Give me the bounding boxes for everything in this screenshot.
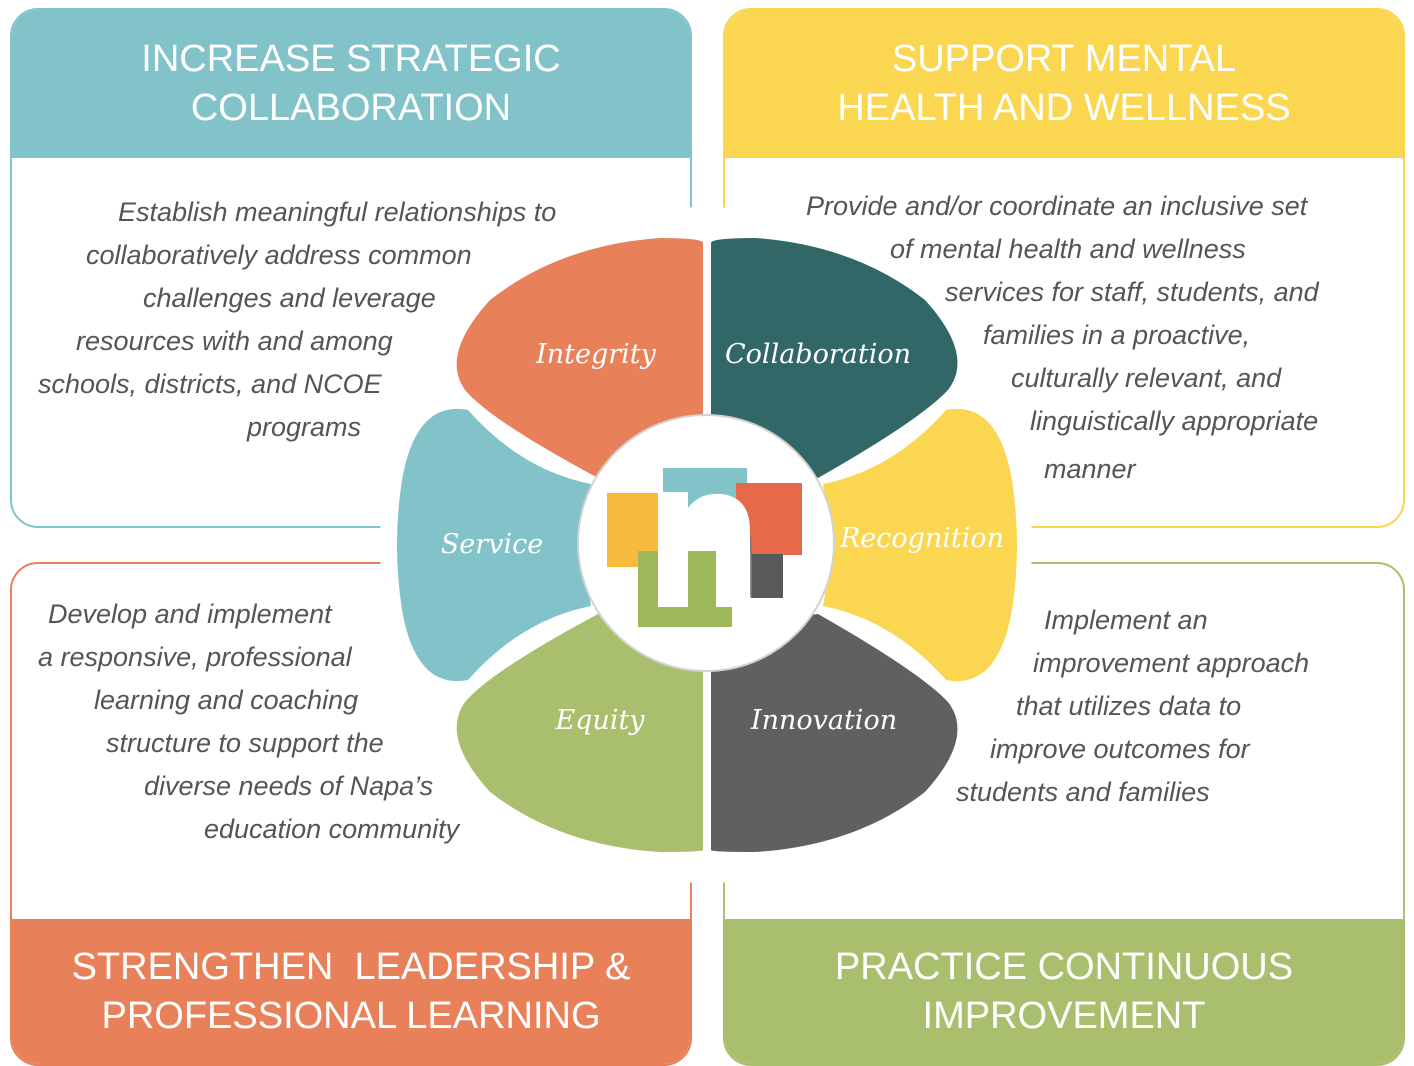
title-line: COLLABORATION [190,87,512,129]
title-line: PROFESSIONAL LEARNING [101,994,601,1037]
petal-collaboration [711,238,958,482]
quadrant-title-continuous-improvement: PRACTICE CONTINUOUS IMPROVEMENT [725,919,1403,1064]
petal-service [397,408,591,682]
quadrant-title-leadership: STRENGTHEN LEADERSHIP & PROFESSIONAL LEA… [12,919,690,1064]
value-label-collaboration: Collaboration [725,339,911,370]
value-label-equity: Equity [554,705,645,736]
value-label-recognition: Recognition [839,523,1004,554]
value-label-innovation: Innovation [750,705,897,736]
title-line: INCREASE STRATEGIC [141,38,561,80]
title-line: HEALTH AND WELLNESS [837,87,1291,129]
title-line: SUPPORT MENTAL [891,38,1237,80]
ncoe-n-logo-icon [607,468,802,627]
petal-recognition [823,408,1017,682]
petal-equity [456,612,703,852]
title-line: STRENGTHEN LEADERSHIP & [71,945,631,988]
quadrant-title-strategic-collaboration: INCREASE STRATEGIC COLLABORATION [12,10,690,158]
title-line: IMPROVEMENT [922,994,1206,1037]
petal-integrity [456,238,703,482]
petal-innovation [711,612,958,852]
quadrant-title-mental-health: SUPPORT MENTAL HEALTH AND WELLNESS [725,10,1403,158]
value-label-service: Service [441,529,543,560]
value-label-integrity: Integrity [535,339,657,370]
title-line: PRACTICE CONTINUOUS [834,945,1294,988]
